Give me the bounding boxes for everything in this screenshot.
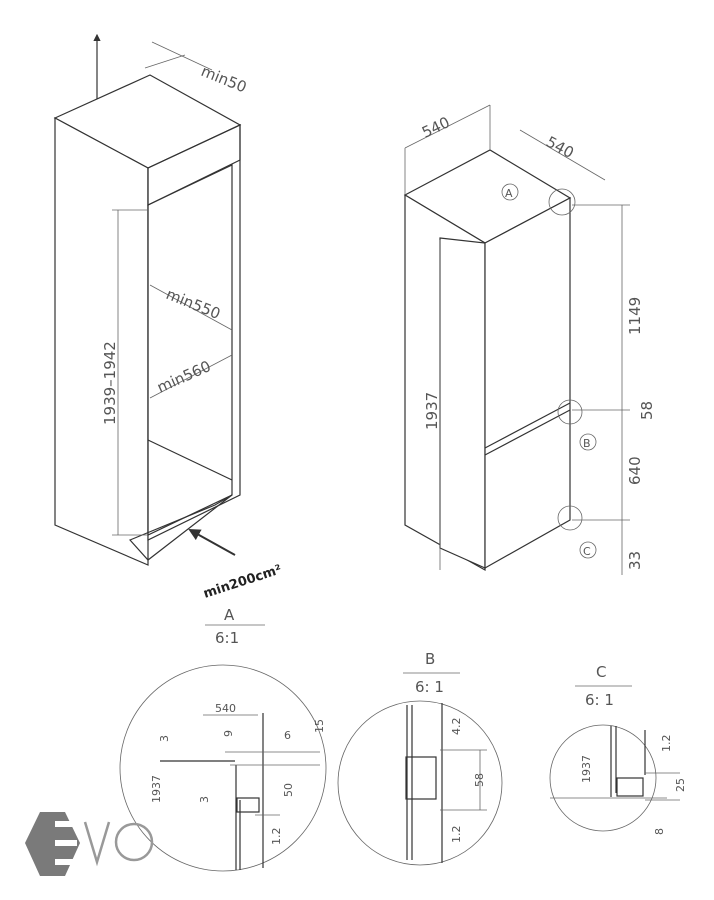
detail-c-label: C (596, 663, 606, 681)
width-label: 540 (419, 113, 453, 141)
dim-c-1-2: 1.2 (660, 735, 673, 753)
dim-b-58: 58 (473, 773, 486, 787)
height-label: 1937 (423, 392, 441, 430)
upper-door-label: 1149 (626, 297, 644, 335)
dim-a-1937: 1937 (150, 775, 163, 803)
dim-a-50: 50 (282, 783, 295, 797)
dim-a-9: 9 (222, 730, 235, 737)
top-gap-label: min50 (199, 62, 250, 96)
dim-a-1-2: 1.2 (270, 828, 283, 846)
evo-logo (25, 812, 154, 876)
marker-c: C (583, 545, 591, 558)
dim-c-8: 8 (653, 828, 666, 835)
fridge-drawing: 540 540 1937 1149 58 640 33 A B C (403, 104, 656, 575)
dim-c-25: 25 (674, 778, 687, 792)
detail-a-label: A (224, 606, 235, 624)
dim-b-1-2: 1.2 (450, 826, 463, 844)
lower-door-label: 640 (626, 456, 644, 485)
bottom-label: 33 (626, 551, 644, 570)
detail-b-label: B (425, 650, 435, 668)
detail-c: C 6: 1 1937 1.2 25 8 (549, 663, 687, 835)
dim-a-3-bottom: 3 (198, 796, 211, 803)
detail-c-scale: 6: 1 (585, 691, 614, 709)
cabinet-height-label: 1939–1942 (101, 341, 119, 425)
cabinet-drawing: min50 1939–1942 min550 min560 min200cm² (53, 33, 284, 602)
dim-b-4-2: 4.2 (450, 718, 463, 736)
vent-arrow (188, 529, 236, 556)
gap-label: 58 (638, 401, 656, 420)
detail-b-scale: 6: 1 (415, 678, 444, 696)
marker-b: B (583, 437, 591, 450)
depth-label: 540 (543, 133, 577, 162)
dim-a-3-top: 3 (158, 735, 171, 742)
dim-a-6: 6 (284, 729, 291, 742)
marker-a: A (505, 187, 513, 200)
detail-b: B 6: 1 4.2 58 1.2 (337, 650, 503, 866)
dim-a-540: 540 (215, 702, 236, 715)
vent-label: min200cm² (202, 562, 284, 601)
detail-a-scale: 6:1 (215, 629, 239, 647)
dim-c-1937: 1937 (580, 755, 593, 783)
dim-a-15: 15 (313, 719, 326, 733)
detail-a: A 6:1 540 3 9 6 15 1937 3 50 1.2 (119, 606, 327, 872)
